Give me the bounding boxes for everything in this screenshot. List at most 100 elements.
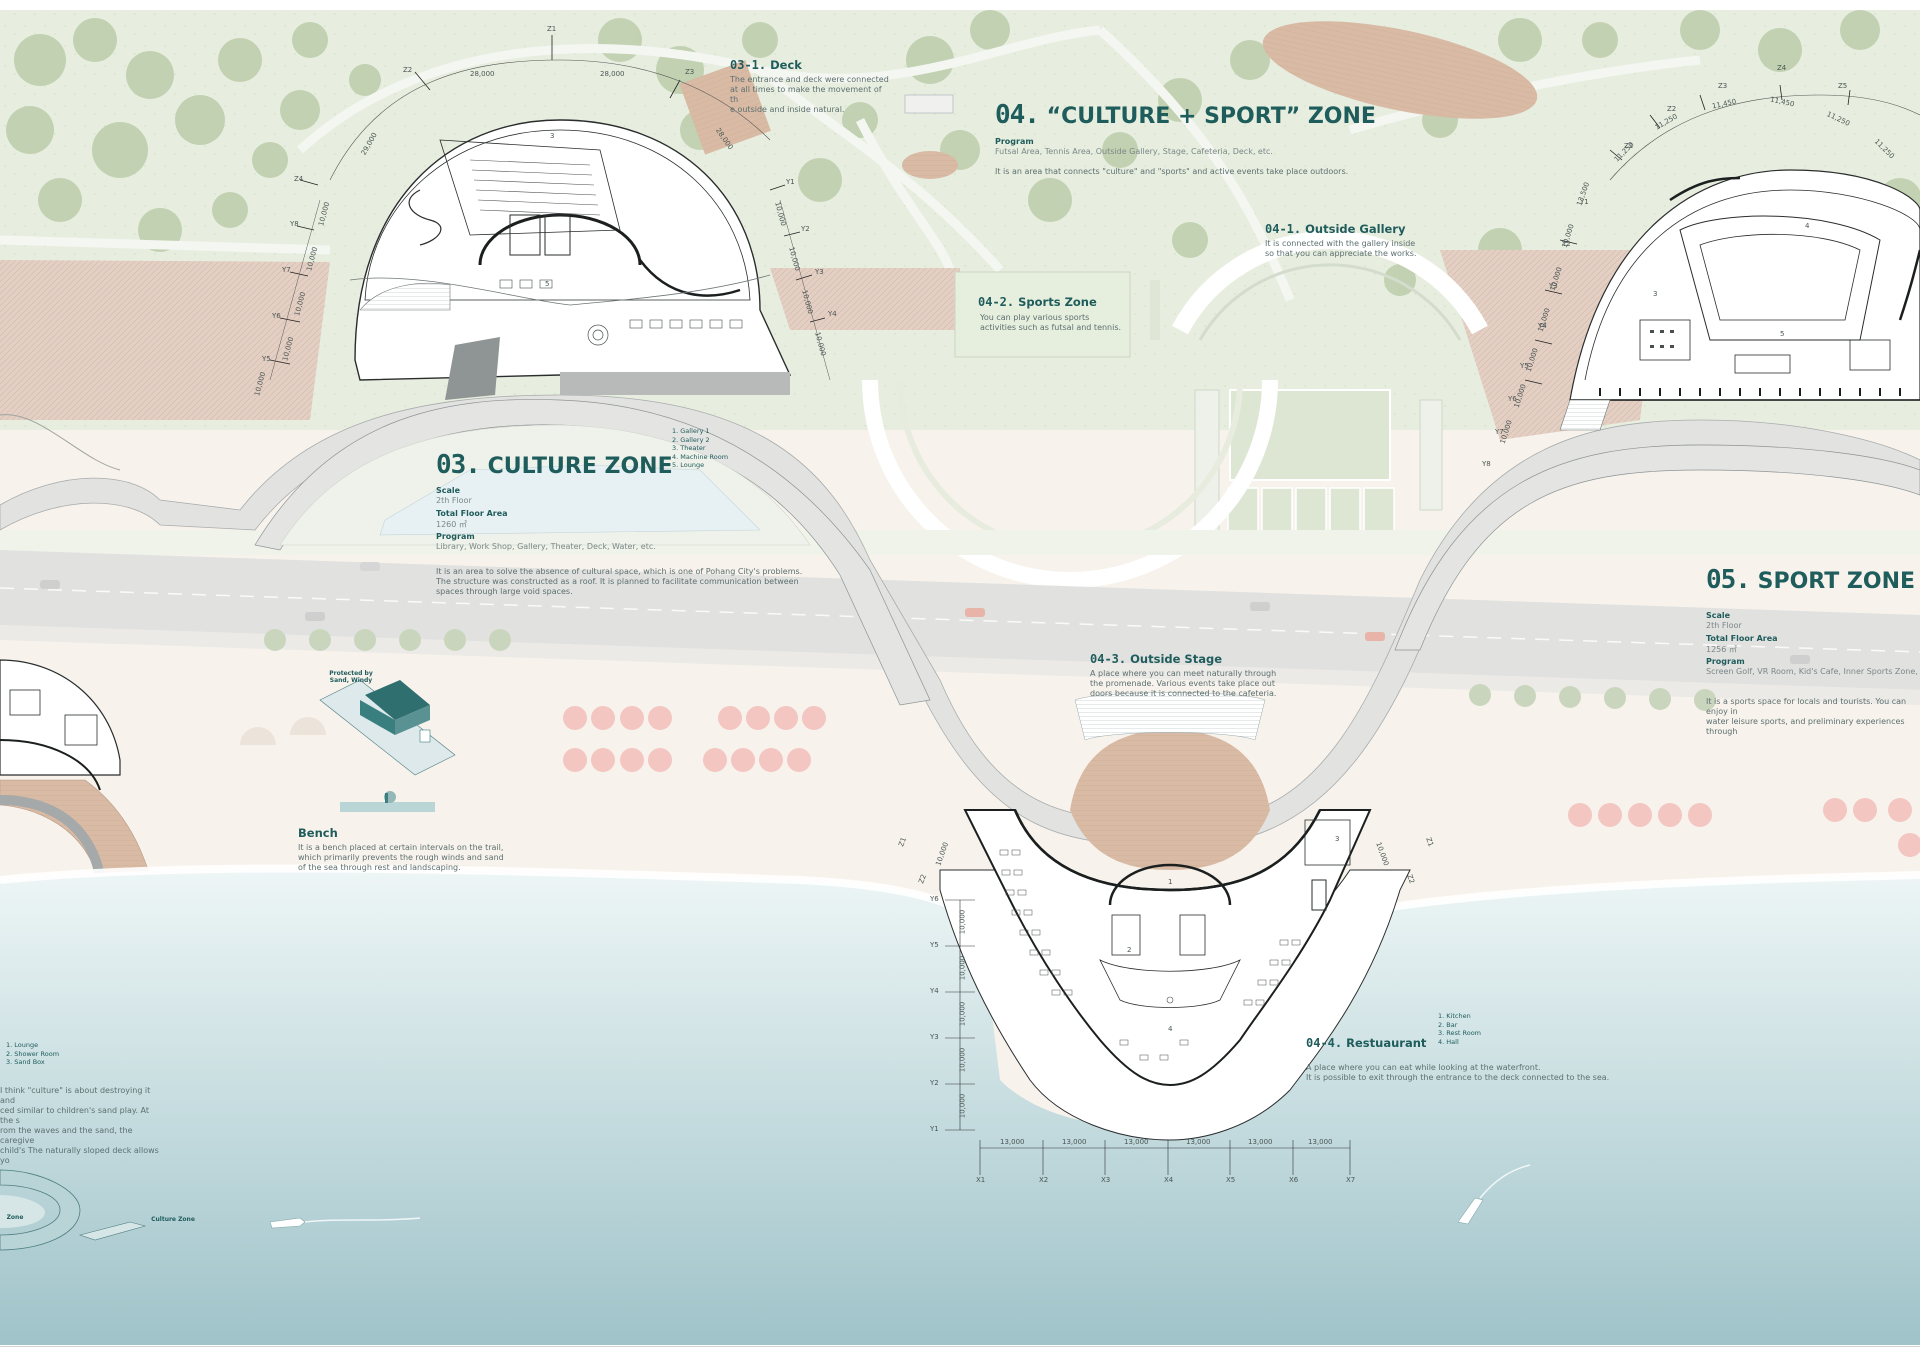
park-deck-small — [679, 60, 771, 155]
left-zone-legend: 1. Lounge 2. Shower Room 3. Sand Box — [6, 1041, 60, 1066]
cafe-tables — [499, 279, 743, 329]
sport-axis-y8: Y8 — [1482, 460, 1491, 468]
sport-description: It is a sports space for locals and tour… — [1706, 697, 1907, 736]
sports-field-panel — [954, 271, 1131, 358]
deck-number: 03-1. — [730, 58, 767, 72]
culture-dim-side-left — [269, 199, 321, 381]
court-fence-2 — [1419, 399, 1443, 511]
outside-gallery-number: 04-1. — [1265, 222, 1302, 236]
sports-zone-heading: 04-2. Sports Zone — [978, 295, 1097, 309]
sport-building — [1559, 169, 1920, 431]
sport-room-5: 5 — [1780, 330, 1785, 338]
sport-axis-z4: Z4 — [1777, 64, 1787, 72]
culture-axis-y3: Y3 — [815, 268, 824, 276]
restaurant-axis-x5: X5 — [1226, 1176, 1236, 1184]
restaurant-dx-2: 13,000 — [1062, 1138, 1087, 1146]
restaurant-grid — [945, 899, 1351, 1175]
culture-water — [379, 464, 761, 536]
restaurant-dy-1: 10,000 — [958, 909, 967, 935]
culture-dim-arc — [329, 59, 771, 181]
sport-axis-z5: Z5 — [1838, 82, 1848, 90]
sports-zone-title: Sports Zone — [1018, 295, 1097, 309]
outside-gallery-title: Outside Gallery — [1305, 222, 1406, 236]
culture-axis-y5: Y5 — [262, 355, 271, 363]
restaurant-dx-4: 13,000 — [1186, 1138, 1211, 1146]
bench-title: Bench — [298, 826, 338, 840]
bench-description: It is a bench placed at certain interval… — [298, 843, 504, 872]
restaurant-dx-3: 13,000 — [1124, 1138, 1149, 1146]
culture-sport-program-value: Futsal Area, Tennis Area, Outside Galler… — [995, 147, 1273, 156]
restaurant-dy-2: 10,000 — [958, 955, 967, 981]
culture-zone-number: 03. — [436, 450, 481, 480]
culture-grid — [269, 35, 826, 365]
culture-zone-heading: 03. CULTURE ZONE — [436, 450, 673, 480]
restaurant-axis-y6: Y6 — [930, 895, 939, 903]
outside-stage-number: 04-3. — [1090, 652, 1127, 666]
culture-axis-y8: Y8 — [290, 220, 299, 228]
culture-sport-program-label: Program — [995, 137, 1034, 146]
sport-program-value: Screen Golf, VR Room, Kid's Cafe, Inner … — [1706, 667, 1920, 676]
wood-plaza-mid — [770, 268, 960, 330]
culture-arch — [254, 399, 931, 706]
culture-dim-1: 28,000 — [470, 70, 495, 78]
culture-dim-2: 28,000 — [600, 70, 625, 78]
bottom-margin — [0, 1345, 1920, 1355]
culture-sport-heading: 04. “CULTURE + SPORT” ZONE — [995, 100, 1376, 130]
outside-stage-description: A place where you can meet naturally thr… — [1090, 669, 1277, 698]
culture-axis-y2: Y2 — [801, 225, 810, 233]
sport-seating — [1650, 330, 1674, 348]
sport-axis-z2: Z2 — [1667, 105, 1677, 113]
outside-stage-steps — [1074, 692, 1266, 741]
wakes — [304, 1164, 1531, 1223]
sport-room-4: 4 — [1805, 222, 1810, 230]
sport-axis-y7: Y7 — [1495, 428, 1504, 436]
outside-stage-title: Outside Stage — [1130, 652, 1222, 666]
sport-grid — [1524, 84, 1920, 385]
restaurant-axis-x7: X7 — [1346, 1176, 1356, 1184]
culture-axis-y6: Y6 — [272, 312, 281, 320]
culture-axis-z3: Z3 — [685, 68, 695, 76]
culture-building — [349, 119, 792, 400]
restaurant-room-4: 4 — [1168, 1025, 1173, 1033]
restaurant-dy-5: 10,000 — [958, 1093, 967, 1119]
restaurant-room-2: 2 — [1127, 946, 1132, 954]
culture-dim-side-right — [779, 199, 831, 381]
bottom-rule — [0, 1346, 1920, 1347]
restaurant-axis-x3: X3 — [1101, 1176, 1111, 1184]
sport-ramp — [1559, 399, 1611, 431]
restaurant-dx-5: 13,000 — [1248, 1138, 1273, 1146]
culture-axis-z1: Z1 — [547, 25, 557, 33]
deck-title: Deck — [770, 58, 802, 72]
sport-room-3: 3 — [1653, 290, 1658, 298]
restaurant-heading: 04-4. Restuaurant — [1306, 1036, 1426, 1050]
culture-axis-z4: Z4 — [294, 175, 304, 183]
sport-program-label: Program — [1706, 657, 1745, 666]
restaurant-axis-x6: X6 — [1289, 1176, 1299, 1184]
restaurant-room-3: 3 — [1335, 835, 1340, 843]
sport-axis-y5: Y5 — [1520, 362, 1529, 370]
park-pavilion — [904, 94, 954, 114]
bench-elevation — [340, 791, 435, 812]
sport-axis-y3: Y3 — [1549, 282, 1558, 290]
culture-sport-description: It is an area that connects "culture" an… — [995, 167, 1349, 176]
restaurant-axis-x1: X1 — [976, 1176, 986, 1184]
diagram-zone-label: Zone — [6, 1214, 24, 1221]
sport-axis-y1: Y1 — [1580, 198, 1589, 206]
zone-ring-diagram — [0, 1169, 147, 1251]
restaurant-building — [939, 692, 1411, 1141]
restaurant-dy-3: 10,000 — [958, 1001, 967, 1027]
sport-axis-y4: Y4 — [1538, 322, 1547, 330]
restaurant-axis-y5: Y5 — [930, 941, 939, 949]
sport-area-label: Total Floor Area — [1706, 634, 1778, 643]
restaurant-tables — [999, 849, 1301, 1061]
restaurant-dx-1: 13,000 — [1000, 1138, 1025, 1146]
culture-ramp-gray — [560, 372, 790, 395]
sport-zone-heading: 05. SPORT ZONE — [1706, 565, 1915, 595]
culture-axis-z2: Z2 — [403, 66, 413, 74]
culture-stairs — [359, 283, 451, 311]
culture-ramp-dark — [445, 337, 500, 400]
road-cars — [40, 562, 1810, 664]
sidewalk — [0, 625, 1920, 705]
